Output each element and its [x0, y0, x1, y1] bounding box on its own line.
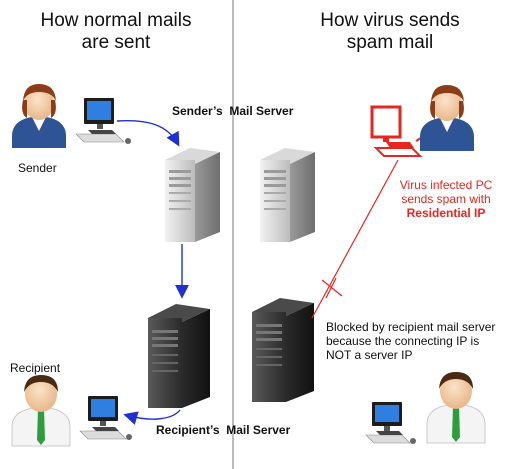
- infected-line2: sends spam with: [401, 192, 491, 206]
- right-title-line1: How virus sends: [320, 10, 460, 31]
- right-title-line2: spam mail: [346, 32, 434, 53]
- recipient-label: Recipient: [10, 361, 61, 375]
- panel-divider: [232, 0, 234, 469]
- right-recipient-computer-icon: [365, 402, 416, 444]
- blocked-caption: Blocked by recipient mail server because…: [326, 320, 524, 362]
- infected-line1: Virus infected PC: [399, 178, 493, 192]
- sender-person-icon: [12, 84, 66, 148]
- recipient-server-to-recipient-arrow: [123, 409, 181, 425]
- infected-line3: Residential IP: [406, 206, 486, 220]
- sender-server-icon: [165, 148, 220, 242]
- left-panel-title: How normal mails are sent: [0, 10, 232, 54]
- blocking-server-icon: [252, 298, 314, 402]
- unused-server-icon: [260, 148, 315, 242]
- left-title-line1: How normal mails: [40, 10, 192, 31]
- recipient-server-label: Recipient’s Mail Server: [156, 423, 291, 437]
- left-title-line2: are sent: [81, 32, 151, 53]
- infected-computer-icon: [370, 105, 425, 157]
- recipient-server-icon: [148, 304, 210, 408]
- sender-server-label: Sender’s Mail Server: [172, 104, 294, 118]
- sender-computer-icon: [75, 98, 131, 144]
- infected-pc-caption: Virus infected PC sends spam with Reside…: [378, 178, 514, 220]
- blocked-line1: Blocked by recipient mail server: [326, 320, 496, 334]
- spammer-person-icon: [420, 85, 474, 151]
- right-recipient-person-icon: [426, 372, 486, 444]
- blocked-line3: NOT a server IP: [326, 348, 413, 362]
- blocked-line2: because the connecting IP is: [326, 334, 480, 348]
- spam-attempt-line: [311, 159, 399, 319]
- recipient-person-icon: [11, 375, 71, 447]
- sender-to-server-arrow: [116, 119, 180, 147]
- right-panel-title: How virus sends spam mail: [290, 10, 490, 54]
- block-mark-icon: [321, 277, 343, 299]
- sender-label: Sender: [18, 161, 57, 175]
- recipient-computer-icon: [79, 396, 132, 440]
